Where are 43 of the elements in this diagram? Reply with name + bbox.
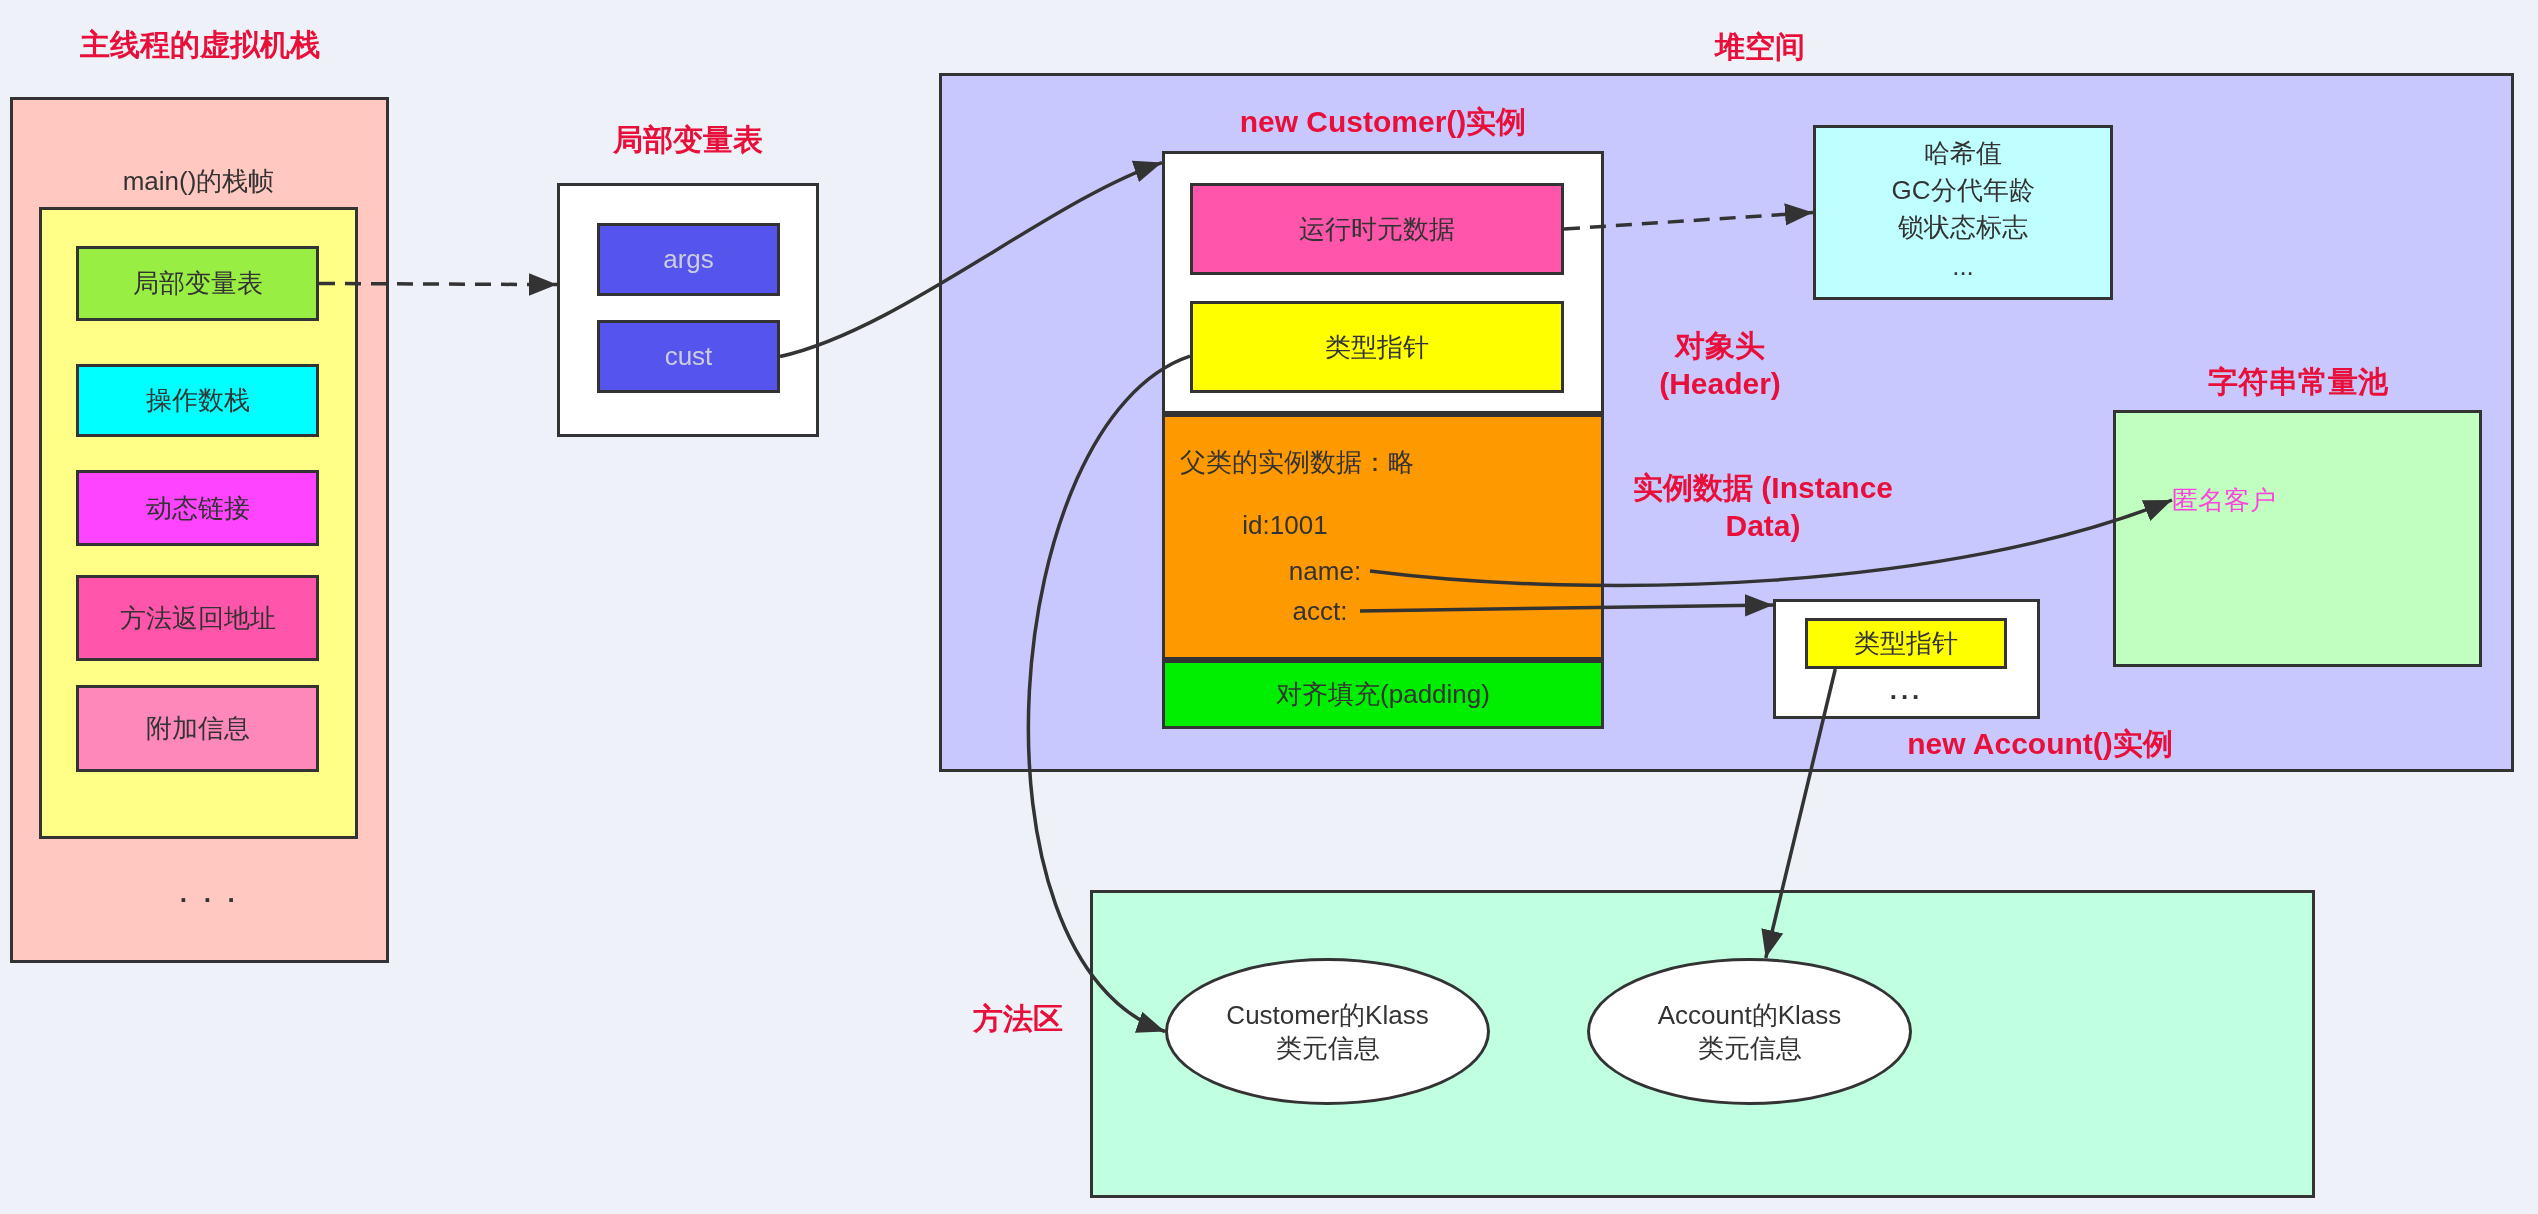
header-field: 类型指针	[1805, 618, 2007, 669]
frame-slot: 局部变量表	[76, 246, 319, 321]
section-title: new Customer()实例	[1238, 104, 1528, 140]
class-ellipse: Customer的Klass 类元信息	[1165, 958, 1490, 1105]
annotation-label: 对象头 (Header)	[1658, 327, 1782, 402]
instance-data-box	[1162, 414, 1604, 660]
header-info-box	[1813, 125, 2113, 300]
arrow	[1027, 354, 1191, 1033]
section-title: new Account()实例	[1906, 725, 2174, 762]
frame-title: main()的栈帧	[121, 164, 276, 198]
header-field: 运行时元数据	[1190, 183, 1564, 275]
section-title: 方法区	[971, 1000, 1064, 1037]
field-label: acct:	[1280, 592, 1360, 630]
frame-slot: 方法返回地址	[76, 575, 319, 661]
arrow	[779, 160, 1163, 359]
class-ellipse: Account的Klass 类元信息	[1587, 958, 1912, 1105]
info-text: 锁状态标志	[1897, 210, 2029, 244]
ellipsis-text: ...	[1888, 673, 1925, 707]
header-field: 类型指针	[1190, 301, 1564, 393]
field-text: id:1001	[1241, 508, 1329, 542]
dashed-arrow	[319, 273, 557, 296]
ellipsis-text: · · ·	[178, 883, 242, 917]
arrow	[1761, 668, 1837, 959]
arrow	[1359, 594, 1774, 617]
section-title: 局部变量表	[612, 122, 764, 158]
frame-slot: 动态链接	[76, 470, 319, 546]
info-text: GC分代年龄	[1890, 173, 2036, 207]
section-title: 堆空间	[1713, 28, 1806, 65]
string-value: 匿名客户	[2172, 480, 2372, 520]
field-text: 父类的实例数据：略	[1180, 446, 1415, 479]
section-title: 主线程的虚拟机栈	[79, 26, 321, 63]
frame-slot: 操作数栈	[76, 364, 319, 437]
info-text: 哈希值	[1923, 136, 2003, 170]
section-title: 字符串常量池	[2206, 364, 2389, 400]
frame-slot: 附加信息	[76, 685, 319, 772]
padding-bar: 对齐填充(padding)	[1162, 660, 1604, 729]
dashed-arrow	[1563, 203, 1814, 231]
arrow	[1369, 498, 2173, 588]
annotation-label: 实例数据 (Instance Data)	[1631, 470, 1894, 544]
ellipsis-text: ...	[1951, 249, 1975, 283]
field-label: name:	[1280, 552, 1370, 590]
variable-slot: args	[597, 223, 780, 296]
variable-slot: cust	[597, 320, 780, 393]
